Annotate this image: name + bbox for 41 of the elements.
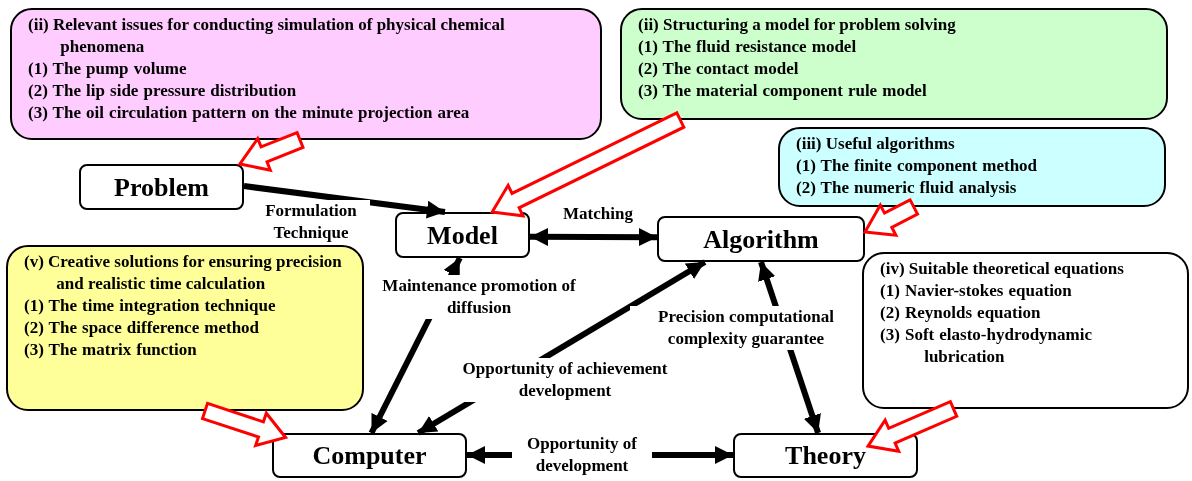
hollow-arrow [865,399,959,454]
node-label: Algorithm [703,223,819,256]
process-box [395,212,530,258]
node-label: Theory [785,440,866,472]
box-heading: (ii) Relevant issues for conducting simulation of physical chemical phenomena [28,14,506,58]
list-item: (2) The space difference method [24,317,261,339]
list-item: (2) The numeric fluid analysis [796,177,1018,199]
node-label: Model [427,219,498,252]
process-box [657,216,865,262]
list-item: (3) The oil circulation pattern on the minute projection area [28,102,471,124]
arrow [530,227,657,247]
list-item: (1) Navier-stokes equation [880,280,1073,302]
node-label: Computer [312,440,427,472]
note-box [6,245,364,411]
note-box [10,8,602,140]
box-heading: (iv) Suitable theoretical equations [880,258,1125,280]
hollow-arrow [862,197,920,238]
hollow-arrow [200,401,289,448]
box-heading: (ii) Structuring a model for problem solving [638,14,957,36]
list-item: (1) The pump volume [28,58,188,80]
arrow [243,183,446,219]
note-box [862,252,1189,409]
list-item: (2) The lip side pressure distribution [28,80,298,102]
list-item: (1) The fluid resistance model [638,36,858,58]
note-box [778,127,1166,207]
list-item: (1) The time integration technique [24,295,277,317]
list-item: (3) The material component rule model [638,80,928,102]
process-box [272,433,467,478]
list-item: (3) Soft elasto-hydrodynamic lubrication [880,324,1093,368]
hollow-arrow [237,130,305,173]
list-item: (3) The matrix function [24,339,198,361]
list-item: (1) The finite component method [796,155,1039,177]
box-heading: (iii) Useful algorithms [796,133,956,155]
node-label: Problem [114,171,209,204]
list-item: (2) Reynolds equation [880,302,1042,324]
note-box [620,8,1168,120]
box-heading: (v) Creative solutions for ensuring precision and realistic time calculation [24,251,343,295]
hollow-arrow [489,110,686,218]
list-item: (2) The contact model [638,58,800,80]
process-box [79,164,244,210]
process-box [733,433,918,478]
